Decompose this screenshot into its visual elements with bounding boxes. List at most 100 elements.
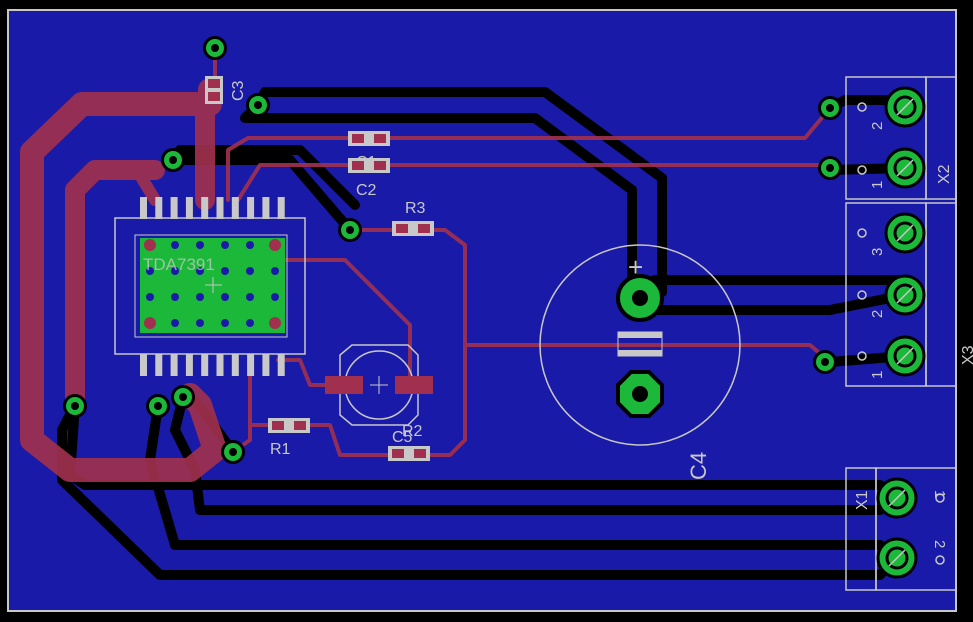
ic-pin [216, 197, 224, 219]
thermal-via [171, 293, 179, 301]
x1-label: X1 [854, 490, 871, 510]
ic-pin [155, 197, 163, 219]
screw-slot [888, 489, 906, 507]
c4-outline [539, 244, 741, 446]
c2-pad [352, 161, 364, 170]
screw-hole [893, 156, 917, 180]
ic-pins-top [140, 197, 285, 219]
via-hole [71, 402, 79, 410]
screw-slot [888, 549, 906, 567]
screw-slot [896, 347, 914, 365]
signal-trace [283, 258, 412, 387]
x3-pin-1: 1 [869, 371, 886, 379]
x2-pin-2: 2 [869, 122, 886, 130]
r2-pad [395, 376, 433, 394]
via-hole [821, 358, 829, 366]
c5-footprint: C5 [388, 429, 430, 461]
x3-terminal: 3 2 1 X3 [845, 202, 973, 387]
c4-label: C4 [686, 452, 711, 480]
thermal-via [196, 267, 204, 275]
thermal-via [196, 241, 204, 249]
via-hole [169, 156, 177, 164]
x3-outline [925, 202, 957, 387]
screw-slot [896, 98, 914, 116]
c3-pad [208, 79, 220, 88]
power-trace [134, 169, 161, 206]
c2-pad [374, 161, 386, 170]
signal-trace [303, 423, 397, 457]
signal-trace [276, 358, 332, 387]
ic-thermal-vias [144, 239, 281, 329]
c5-pad [414, 449, 426, 458]
ic-pin [170, 197, 178, 219]
c2-label: C2 [356, 182, 377, 199]
ic-body-outline [114, 217, 306, 355]
via-hole [154, 402, 162, 410]
ic-pin [277, 354, 285, 376]
c5-pad [392, 449, 404, 458]
thermal-via [246, 267, 254, 275]
r2-label: R2 [402, 423, 423, 440]
bottom-trace [240, 100, 637, 303]
via-hole [346, 226, 354, 234]
x2-terminal: X2 2 1 [845, 76, 957, 200]
x3-pin-2: 2 [869, 310, 886, 318]
via-hole [211, 44, 219, 52]
thermal-via [271, 293, 279, 301]
x2-pin-1: 1 [869, 181, 886, 189]
thermal-via [246, 319, 254, 327]
ic-pin [140, 197, 147, 219]
thermal-via [271, 267, 279, 275]
ic-pin [140, 354, 147, 376]
terminal-mark [857, 351, 867, 361]
screw-hole [893, 95, 917, 119]
c3-footprint: C3 [205, 76, 247, 104]
r1-pad [272, 421, 284, 430]
x1-outline [875, 467, 957, 591]
ic-pin [262, 354, 270, 376]
c4-polarity-bar [618, 350, 662, 356]
screw-slot [896, 159, 914, 177]
thermal-via [269, 239, 281, 251]
ic-pin [216, 354, 224, 376]
signal-trace [226, 106, 832, 202]
c4-polarity-bar [618, 332, 662, 338]
ic-pin [185, 197, 193, 219]
thermal-via [269, 317, 281, 329]
ic-pin [247, 354, 255, 376]
ic-pin [170, 354, 178, 376]
thermal-via [246, 293, 254, 301]
thermal-via [144, 239, 156, 251]
screw-slot [896, 224, 914, 242]
thermal-via [246, 241, 254, 249]
thermal-via [196, 319, 204, 327]
signal-trace [418, 343, 467, 457]
via-hole [179, 393, 187, 401]
thermal-via [221, 267, 229, 275]
r2-outline [339, 344, 419, 426]
ic-pin [247, 197, 255, 219]
x1-pin-2: 2 [931, 540, 948, 548]
ic-pin [185, 354, 193, 376]
terminal-mark [935, 555, 945, 565]
screw-hole [885, 486, 909, 510]
r2-pad [325, 376, 363, 394]
x3-label: X3 [960, 345, 973, 365]
bottom-trace [640, 275, 910, 288]
screw-hole [893, 344, 917, 368]
ic-label: TDA7391 [143, 255, 215, 274]
c5-label: C5 [392, 429, 413, 446]
thermal-via [146, 267, 154, 275]
power-trace [20, 78, 227, 482]
x2-outline [925, 76, 957, 200]
r2-footprint: R2 [325, 344, 433, 440]
vias [63, 36, 842, 464]
ic-pin [262, 197, 270, 219]
ic-pin [231, 354, 239, 376]
r3-pad [396, 224, 408, 233]
c3-pad [208, 92, 220, 101]
terminal-screw-pads [876, 86, 926, 579]
r3-footprint: R3 [392, 200, 434, 236]
ic-tda7391: TDA7391 [114, 197, 306, 376]
